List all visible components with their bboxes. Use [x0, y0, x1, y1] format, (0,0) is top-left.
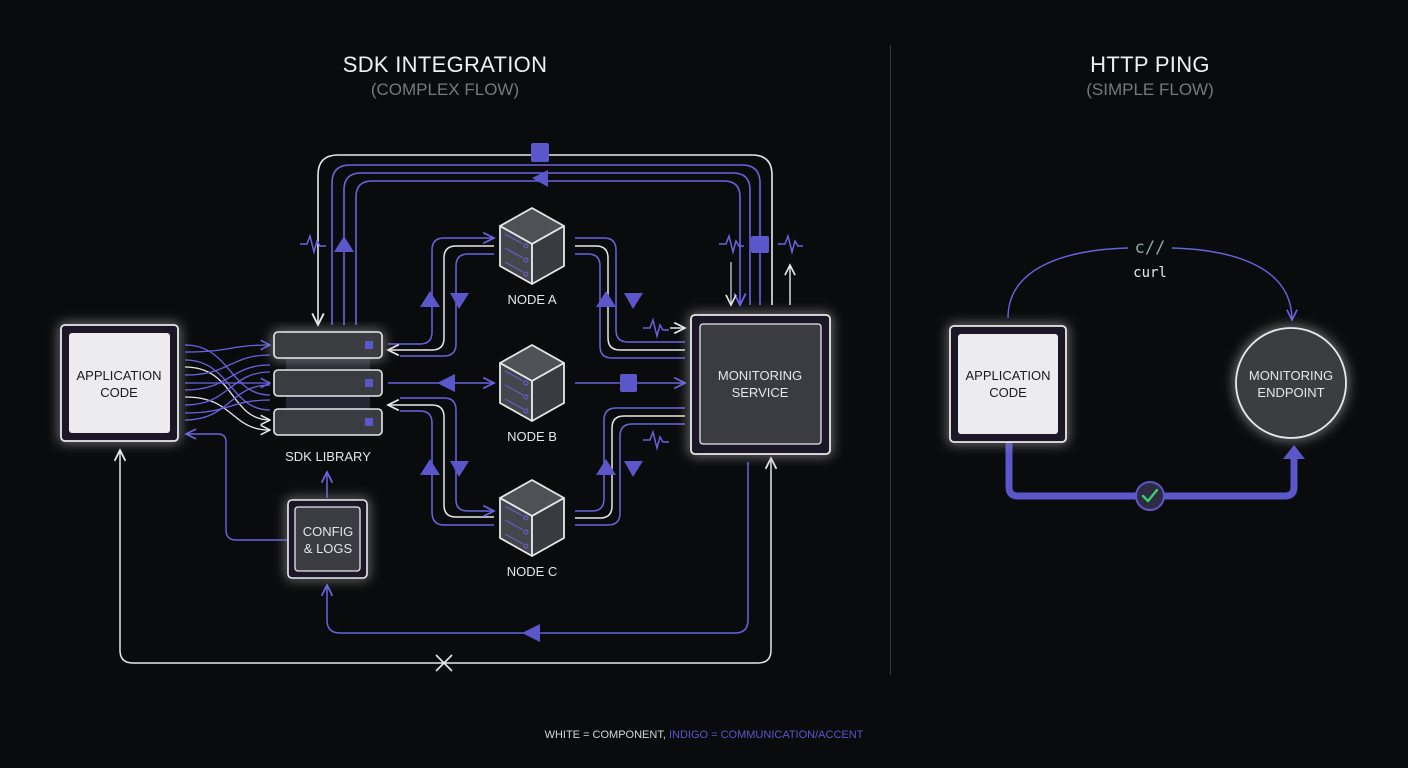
sdk-library-stack[interactable]: SDK LIBRARY — [273, 331, 383, 464]
app-to-sdk-weave — [184, 345, 270, 430]
monitoring-service-label-2: SERVICE — [732, 385, 789, 400]
heartbeat-icon — [719, 233, 744, 255]
server-rack-line — [504, 505, 524, 517]
curl-response-arc — [1171, 247, 1292, 320]
triangle-up-icon — [420, 291, 440, 307]
triangle-left-bottom — [522, 624, 540, 642]
server-led-icon — [523, 408, 529, 414]
server-rack-line — [504, 261, 524, 273]
cube-right-face — [531, 362, 565, 422]
packet-square-monitor — [751, 236, 769, 253]
server-rack-line — [504, 398, 524, 410]
config-logs-box[interactable]: CONFIG & LOGS — [287, 499, 368, 579]
app-code-label-2: CODE — [100, 385, 138, 400]
heartbeat-icon — [643, 317, 669, 339]
packet-square-icon — [620, 374, 637, 392]
server-led-icon — [523, 257, 529, 263]
server-rack-line — [504, 384, 524, 396]
app-code-right-label-2: CODE — [989, 385, 1027, 400]
app-code-right-label-1: APPLICATION — [965, 368, 1050, 383]
blocked-x-icon — [435, 654, 453, 672]
cube-right-face — [531, 497, 565, 557]
right-panel-subtitle: (SIMPLE FLOW) — [1086, 80, 1214, 99]
heartbeat-icon — [300, 233, 326, 255]
legend: WHITE = COMPONENT, INDIGO = COMMUNICATIO… — [0, 729, 1408, 741]
triangle-up-sdk — [334, 236, 354, 252]
node-a-cube[interactable]: NODE A — [499, 207, 565, 307]
node-c-label: NODE C — [507, 564, 558, 579]
node-c-cube[interactable]: NODE C — [499, 479, 565, 579]
node-a-label: NODE A — [507, 292, 556, 307]
curl-icon: c// — [1135, 238, 1166, 258]
monitoring-service-label-1: MONITORING — [718, 368, 802, 383]
server-led-icon — [523, 394, 529, 400]
triangle-left-icon — [437, 374, 455, 392]
legend-indigo: INDIGO = COMMUNICATION/ACCENT — [668, 729, 864, 741]
server-led-icon — [523, 243, 529, 249]
sdk-library-label: SDK LIBRARY — [285, 449, 371, 464]
heartbeat-icon — [643, 429, 669, 451]
left-panel-subtitle: (COMPLEX FLOW) — [370, 80, 520, 99]
monitoring-service-box[interactable]: MONITORING SERVICE — [690, 314, 831, 455]
node-b-cube[interactable]: NODE B — [499, 344, 565, 444]
packet-square-top — [531, 143, 549, 162]
server-rack-line — [504, 519, 524, 531]
triangle-up-icon — [596, 459, 616, 475]
triangle-down-icon — [450, 461, 469, 477]
legend-white: WHITE = COMPONENT, — [544, 729, 666, 741]
triangle-down-icon — [624, 293, 643, 309]
config-label-2: & LOGS — [304, 541, 353, 556]
triangle-up-icon — [420, 459, 440, 475]
server-rack-line — [504, 533, 524, 545]
server-led-icon — [523, 529, 529, 535]
node-b-label: NODE B — [507, 429, 557, 444]
heartbeat-icon — [778, 233, 803, 255]
check-icon — [1141, 488, 1159, 503]
left-panel-title: SDK INTEGRATION — [342, 52, 548, 77]
monitoring-endpoint-label-1: MONITORING — [1249, 368, 1333, 383]
bottom-loop-connections — [120, 450, 771, 664]
return-line-config-to-app — [186, 434, 288, 541]
server-led-icon — [523, 271, 529, 277]
config-label-1: CONFIG — [303, 524, 354, 539]
curl-label: curl — [1133, 265, 1167, 281]
triangle-up-icon — [596, 291, 616, 307]
panel-divider — [890, 45, 891, 675]
server-rack-line — [504, 247, 524, 259]
curl-request-arc — [1007, 247, 1129, 319]
ping-flow-arrowhead — [1283, 445, 1305, 459]
triangle-left-top — [532, 170, 548, 187]
server-rack-line — [504, 370, 524, 382]
right-panel-title: HTTP PING — [1090, 52, 1210, 77]
application-code-box[interactable]: APPLICATION CODE — [60, 324, 179, 442]
loop-line-indigo-1 — [331, 164, 761, 325]
application-code-box-right[interactable]: APPLICATION CODE — [949, 325, 1067, 443]
cube-right-face — [531, 225, 565, 285]
monitoring-endpoint-label-2: ENDPOINT — [1257, 385, 1324, 400]
server-led-icon — [523, 380, 529, 386]
success-badge — [1135, 481, 1165, 511]
triangle-down-icon — [450, 293, 469, 309]
triangle-down-icon — [624, 461, 643, 477]
server-led-icon — [523, 543, 529, 549]
server-led-icon — [523, 515, 529, 521]
server-rack-line — [504, 233, 524, 245]
app-code-label-1: APPLICATION — [76, 368, 161, 383]
monitoring-endpoint-circle[interactable]: MONITORING ENDPOINT — [1235, 327, 1347, 439]
